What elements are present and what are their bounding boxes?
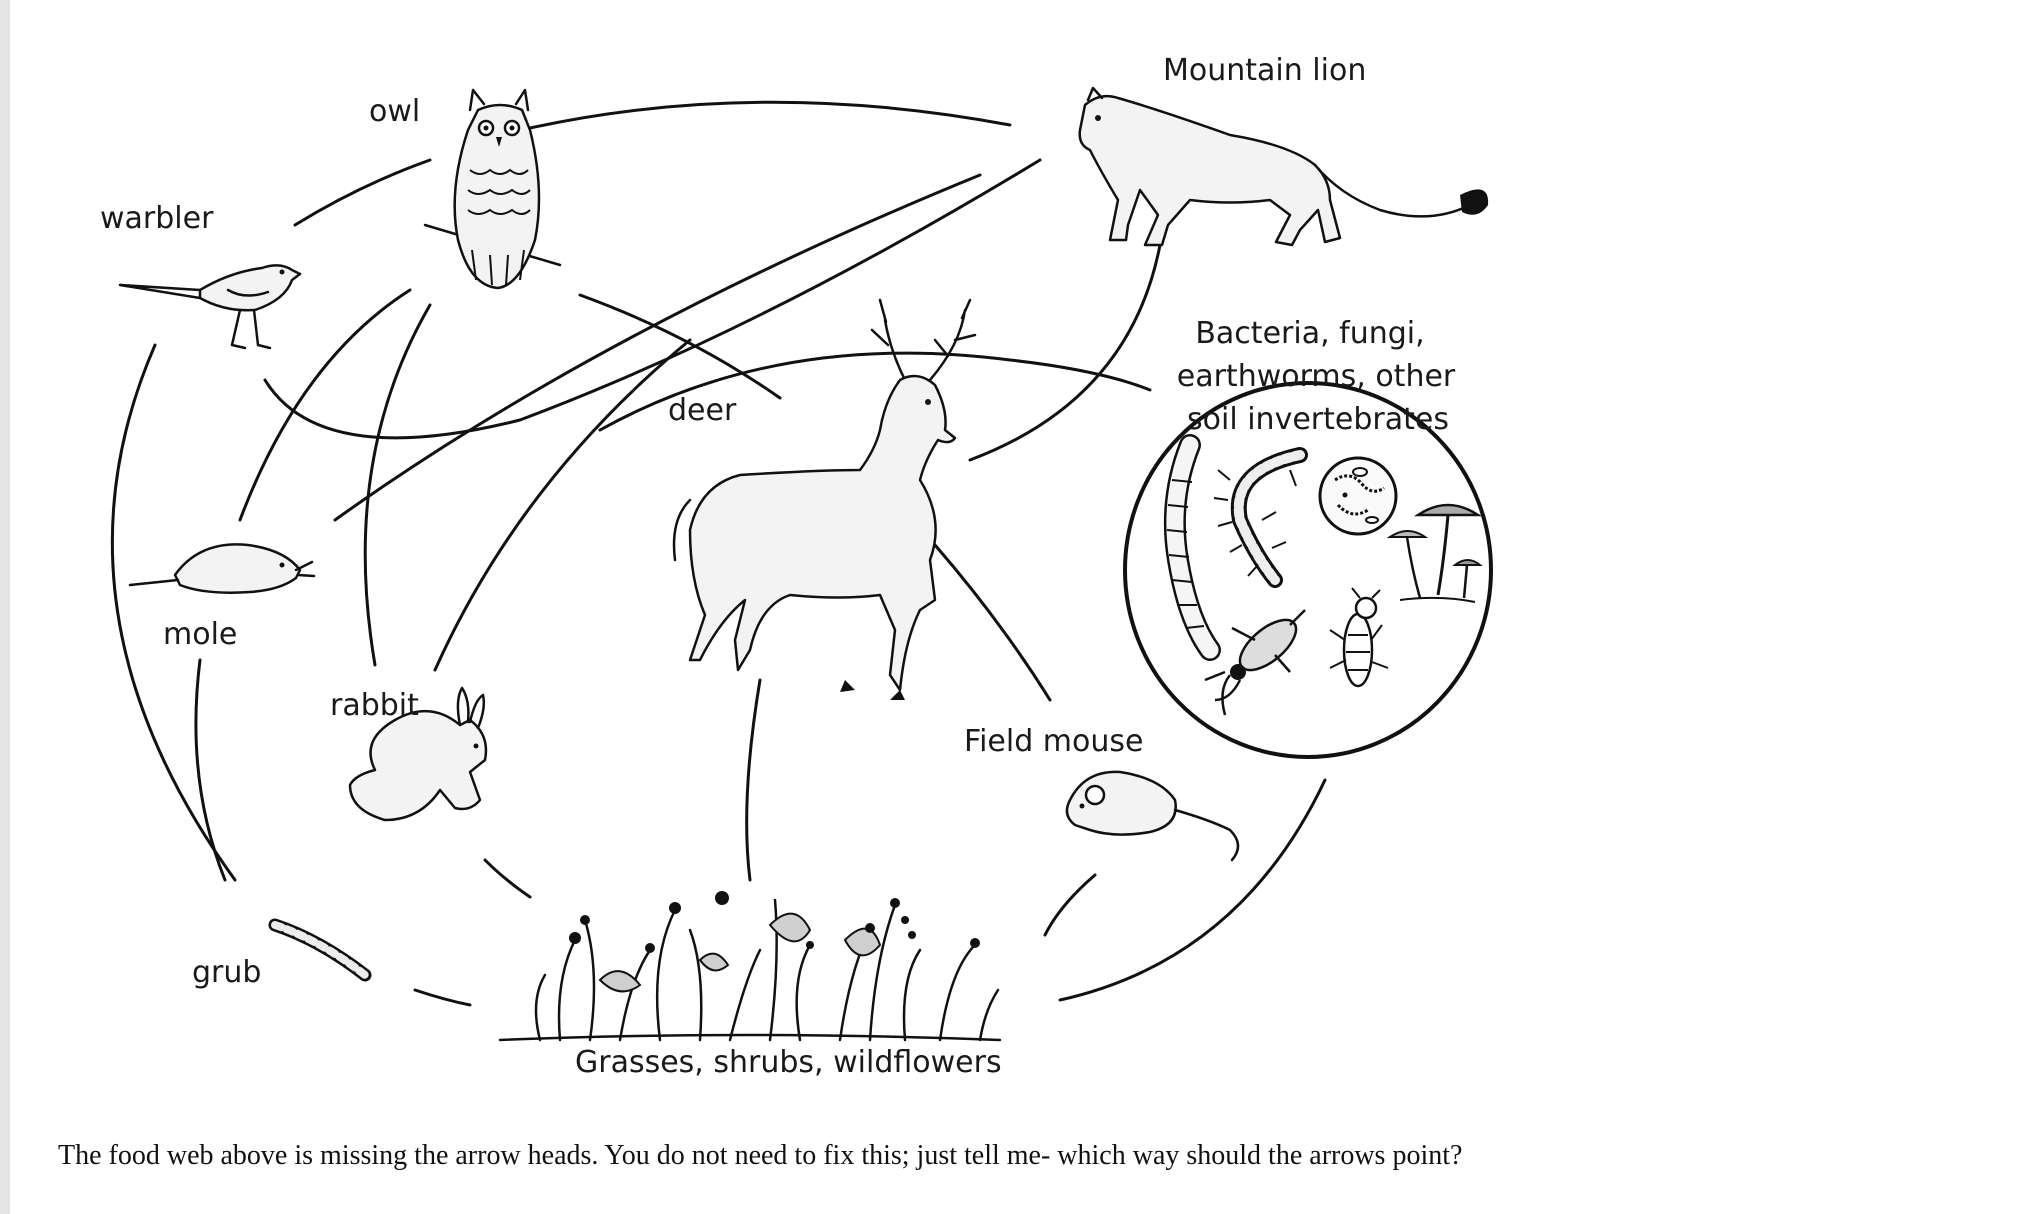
earthworm-icon (1163, 434, 1221, 661)
label-plants: Grasses, shrubs, wildflowers (575, 1045, 1002, 1080)
link-warbler-owl (293, 158, 432, 227)
insect-icon (1329, 587, 1389, 688)
link-owl-mole (238, 288, 412, 522)
label-deer: deer (668, 393, 737, 428)
label-warbler: warbler (100, 201, 214, 236)
label-owl: owl (369, 94, 420, 129)
label-field-mouse: Field mouse (964, 724, 1143, 759)
link-mountainlion-rabbit (433, 338, 692, 672)
link-fieldmouse-plants (1043, 873, 1097, 937)
link-owl-mountainlion (528, 100, 1012, 130)
link-warbler-mountainlion (263, 158, 1042, 440)
link-grub-plants (413, 988, 472, 1007)
left-border (0, 0, 10, 1214)
bacteria-icon (1318, 456, 1398, 536)
link-mountainlion-decomposers (968, 243, 1162, 462)
label-mole: mole (163, 617, 237, 652)
question-text: The food web above is missing the arrow … (58, 1140, 1463, 1171)
label-decomposers-line1: Bacteria, fungi, (1195, 316, 1424, 351)
decomposers-oval (1123, 381, 1493, 759)
label-decomposers-line3: soil invertebrates (1187, 402, 1449, 437)
food-web-diagram: owl warbler Mountain lion Bacteria, fung… (100, 53, 1493, 1080)
label-mountain-lion: Mountain lion (1163, 53, 1366, 88)
label-decomposers-line2: earthworms, other (1177, 359, 1456, 394)
link-plants-decomposers (1058, 778, 1327, 1002)
centipede-icon (1213, 447, 1308, 588)
mole-icon (128, 543, 316, 594)
link-warbler-grub (110, 343, 237, 882)
link-mountainlion-mole (333, 173, 982, 522)
beetle-icon (1204, 609, 1306, 716)
link-deer-fieldmouse (933, 543, 1052, 702)
label-rabbit: rabbit (330, 688, 419, 723)
plants-icon (498, 891, 1002, 1042)
mountain-lion-icon (1078, 86, 1489, 247)
mushroom-icon (1386, 503, 1483, 603)
link-owl-rabbit (363, 303, 432, 667)
link-owl-deer (578, 293, 782, 400)
link-mole-grub (194, 658, 227, 882)
deer-icon (672, 298, 977, 700)
link-rabbit-plants (483, 858, 532, 899)
warbler-icon (118, 264, 302, 350)
grub-icon (268, 918, 372, 982)
owl-icon (423, 88, 562, 290)
label-grub: grub (192, 955, 261, 990)
rabbit-icon (348, 686, 488, 822)
food-web-connections (110, 100, 1327, 1007)
link-deer-plants (745, 678, 762, 882)
field-mouse-icon (1065, 770, 1240, 862)
